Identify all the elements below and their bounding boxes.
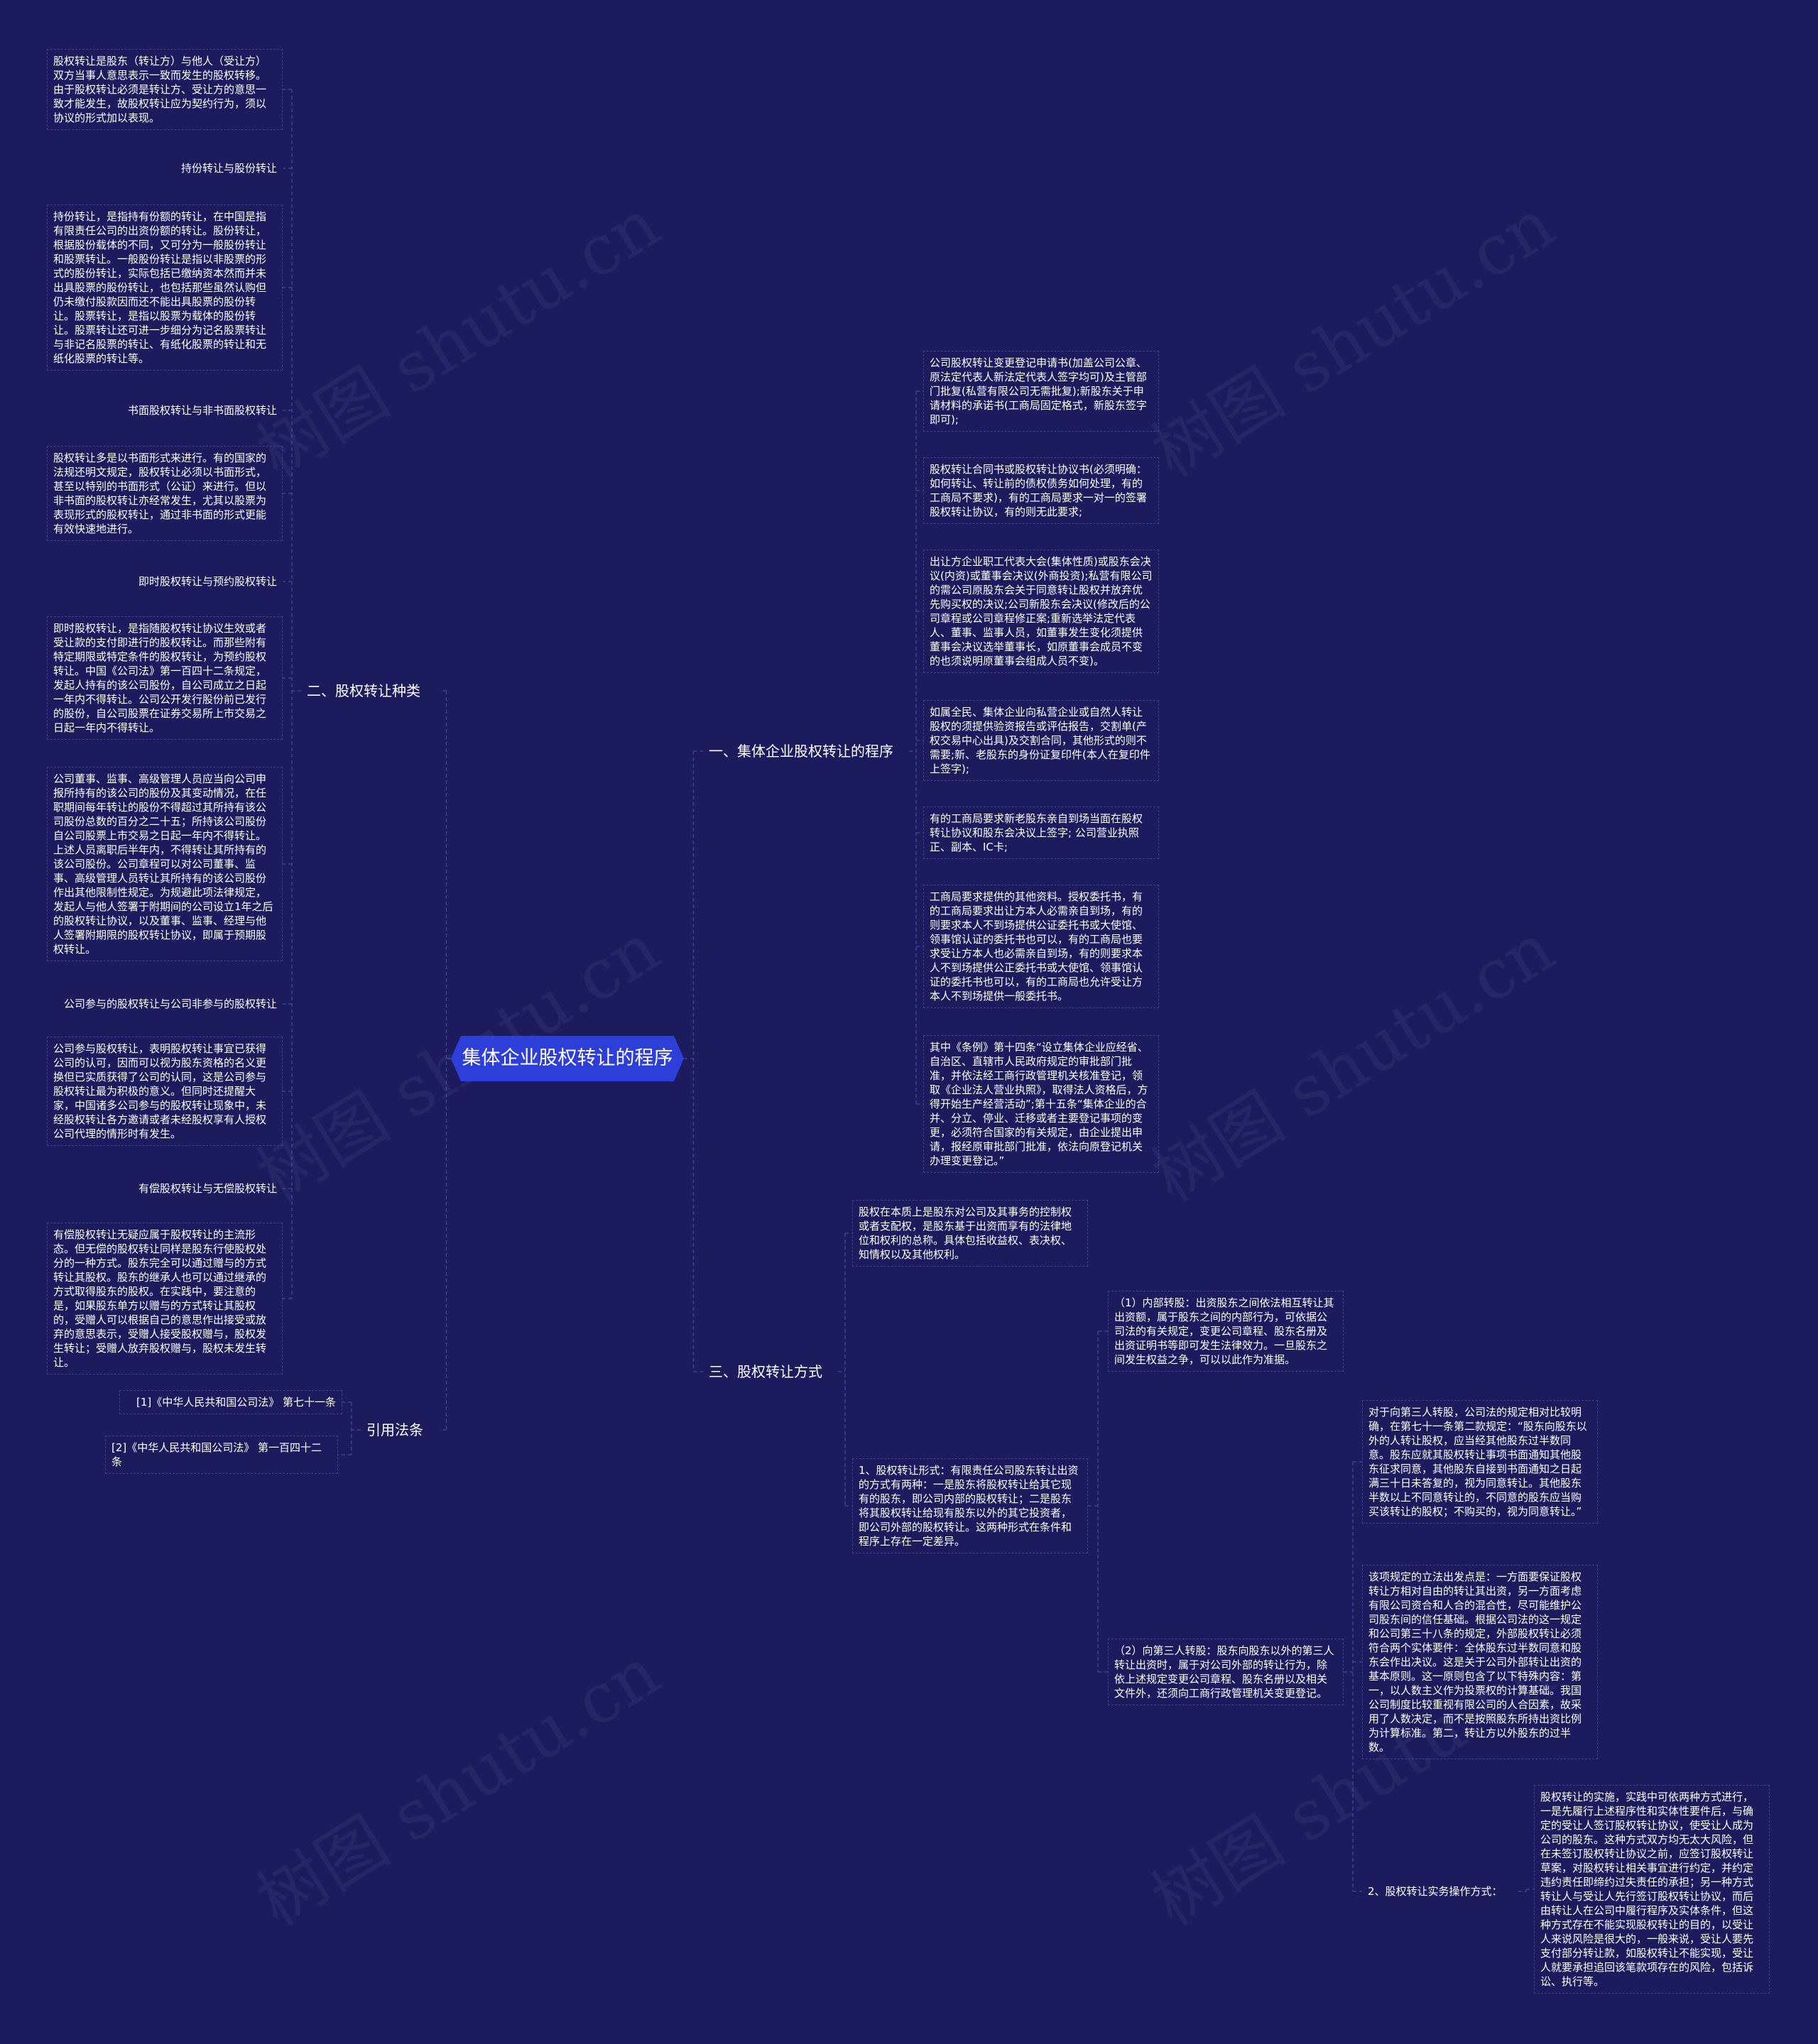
types-text-company-participation: 公司参与股权转让，表明股权转让事宜已获得公司的认可，因而可以视为股东资格的名义更…: [47, 1037, 283, 1146]
method-third-party-rule: 对于向第三人转股，公司法的规定相对比较明确，在第七十一条第二款规定：“股东向股东…: [1362, 1400, 1598, 1524]
branch-law[interactable]: 引用法条: [366, 1421, 423, 1438]
procedure-item-2: 股权转让合同书或股权转让协议书(必须明确：如何转让、转让前的债权债务如何处理，有…: [923, 457, 1159, 524]
procedure-item-6: 工商局要求提供的其他资料。授权委托书，有的工商局要求出让方本人必需亲自到场，有的…: [923, 885, 1159, 1008]
types-text-written-transfer: 股权转让多是以书面形式来进行。有的国家的法规还明文规定，股权转让必须以书面形式，…: [47, 446, 283, 541]
types-label-instant-transfer[interactable]: 即时股权转让与预约股权转让: [138, 575, 277, 588]
types-label-company-participation[interactable]: 公司参与的股权转让与公司非参与的股权转让: [63, 998, 277, 1010]
law-item-2[interactable]: [2]《中华人民共和国公司法》 第一百四十二条: [105, 1436, 338, 1474]
procedure-item-5: 有的工商局要求新老股东亲自到场当面在股权转让协议和股东会决议上签字; 公司营业执…: [923, 807, 1159, 859]
types-label-share-transfer[interactable]: 持份转让与股份转让: [180, 162, 277, 175]
branch-types[interactable]: 二、股权转让种类: [307, 682, 420, 699]
law-item-1[interactable]: [1]《中华人民共和国公司法》 第七十一条: [119, 1390, 342, 1414]
procedure-item-4: 如属全民、集体企业向私营企业或自然人转让股权的须提供验资报告或评估报告，交割单(…: [923, 700, 1159, 781]
types-intro-text: 股权转让是股东（转让方）与他人（受让方）双方当事人意思表示一致而发生的股权转移。…: [47, 49, 283, 130]
branch-method[interactable]: 三、股权转让方式: [709, 1363, 822, 1380]
method-transfer-forms: 1、股权转让形式：有限责任公司股东转让出资的方式有两种：一是股东将股权转让给其它…: [852, 1458, 1088, 1553]
procedure-item-3: 出让方企业职工代表大会(集体性质)或股东会决议(内资)或董事会决议(外商投资);…: [923, 550, 1159, 673]
root-node[interactable]: 集体企业股权转让的程序: [451, 1036, 684, 1081]
method-definition: 股权在本质上是股东对公司及其事务的控制权或者支配权，是股东基于出资而享有的法律地…: [852, 1200, 1088, 1267]
method-practice-text: 股权转让的实施，实践中可依两种方式进行，一是先履行上述程序性和实体性要件后，与确…: [1534, 1785, 1770, 1994]
types-text-director-restriction: 公司董事、监事、高级管理人员应当向公司申报所持有的该公司的股份及其变动情况，在任…: [47, 767, 283, 961]
procedure-item-1: 公司股权转让变更登记申请书(加盖公司公章、原法定代表人新法定代表人签字均可)及主…: [923, 351, 1159, 432]
types-text-paid-transfer: 有偿股权转让无疑应属于股权转让的主流形态。但无偿的股权转让同样是股东行使股权处分…: [47, 1223, 283, 1374]
procedure-item-7: 其中《条例》第十四条“设立集体企业应经省、自治区、直辖市人民政府规定的审批部门批…: [923, 1035, 1159, 1173]
branch-procedure[interactable]: 一、集体企业股权转让的程序: [709, 743, 893, 760]
method-practice-label[interactable]: 2、股权转让实务操作方式：: [1368, 1885, 1503, 1898]
types-label-written-transfer[interactable]: 书面股权转让与非书面股权转让: [127, 404, 277, 417]
types-label-paid-transfer[interactable]: 有偿股权转让与无偿股权转让: [138, 1182, 277, 1195]
method-third-party-principle: 该项规定的立法出发点是：一方面要保证股权转让方相对自由的转让其出资，另一方面考虑…: [1362, 1565, 1598, 1759]
method-third-party-transfer: （2）向第三人转股：股东向股东以外的第三人转让出资时，属于对公司外部的转让行为，…: [1108, 1639, 1344, 1705]
types-text-instant-transfer: 即时股权转让，是指随股权转让协议生效或者受让款的支付即进行的股权转让。而那些附有…: [47, 616, 283, 740]
method-internal-transfer: （1）内部转股：出资股东之间依法相互转让其出资额，属于股东之间的内部行为，可依据…: [1108, 1291, 1344, 1372]
types-text-share-transfer: 持份转让，是指持有份额的转让，在中国是指有限责任公司的出资份额的转让。股份转让，…: [47, 204, 283, 371]
